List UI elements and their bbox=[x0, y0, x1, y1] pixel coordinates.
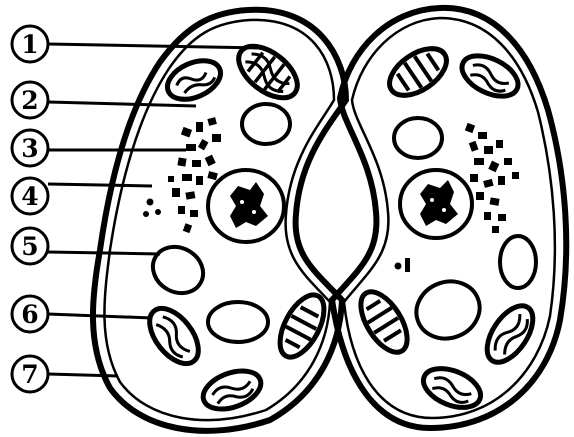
vacuole bbox=[408, 273, 487, 348]
chloroplast bbox=[140, 300, 208, 373]
label-3: 3 bbox=[12, 130, 186, 166]
chloroplast bbox=[352, 284, 417, 360]
leader-line-7 bbox=[48, 374, 118, 376]
chloroplast bbox=[162, 53, 227, 107]
leader-line-4 bbox=[48, 184, 152, 186]
label-5-text: 5 bbox=[21, 232, 38, 261]
label-3-text: 3 bbox=[21, 134, 38, 163]
label-4: 4 bbox=[12, 178, 152, 214]
chloroplast bbox=[381, 39, 454, 105]
vacuole bbox=[208, 302, 268, 342]
label-5: 5 bbox=[12, 228, 160, 264]
chloroplast bbox=[271, 288, 333, 364]
label-7-text: 7 bbox=[21, 360, 38, 389]
vacuole bbox=[144, 238, 211, 302]
right-nucleus bbox=[400, 170, 472, 238]
leader-line-6 bbox=[48, 314, 152, 318]
label-6-text: 6 bbox=[21, 300, 38, 329]
leader-line-1 bbox=[48, 44, 260, 48]
chloroplast bbox=[456, 48, 525, 105]
vacuole bbox=[500, 236, 536, 288]
leader-line-5 bbox=[48, 252, 160, 254]
label-4-text: 4 bbox=[21, 182, 38, 211]
label-1: 1 bbox=[12, 26, 260, 62]
label-6: 6 bbox=[12, 296, 152, 332]
label-2-text: 2 bbox=[21, 86, 38, 115]
leader-line-2 bbox=[48, 102, 196, 106]
chloroplast bbox=[198, 364, 266, 416]
label-1-text: 1 bbox=[21, 30, 38, 59]
vacuole bbox=[394, 118, 442, 158]
chloroplast bbox=[418, 361, 486, 415]
vacuole bbox=[242, 104, 290, 144]
left-nucleus bbox=[208, 170, 284, 242]
